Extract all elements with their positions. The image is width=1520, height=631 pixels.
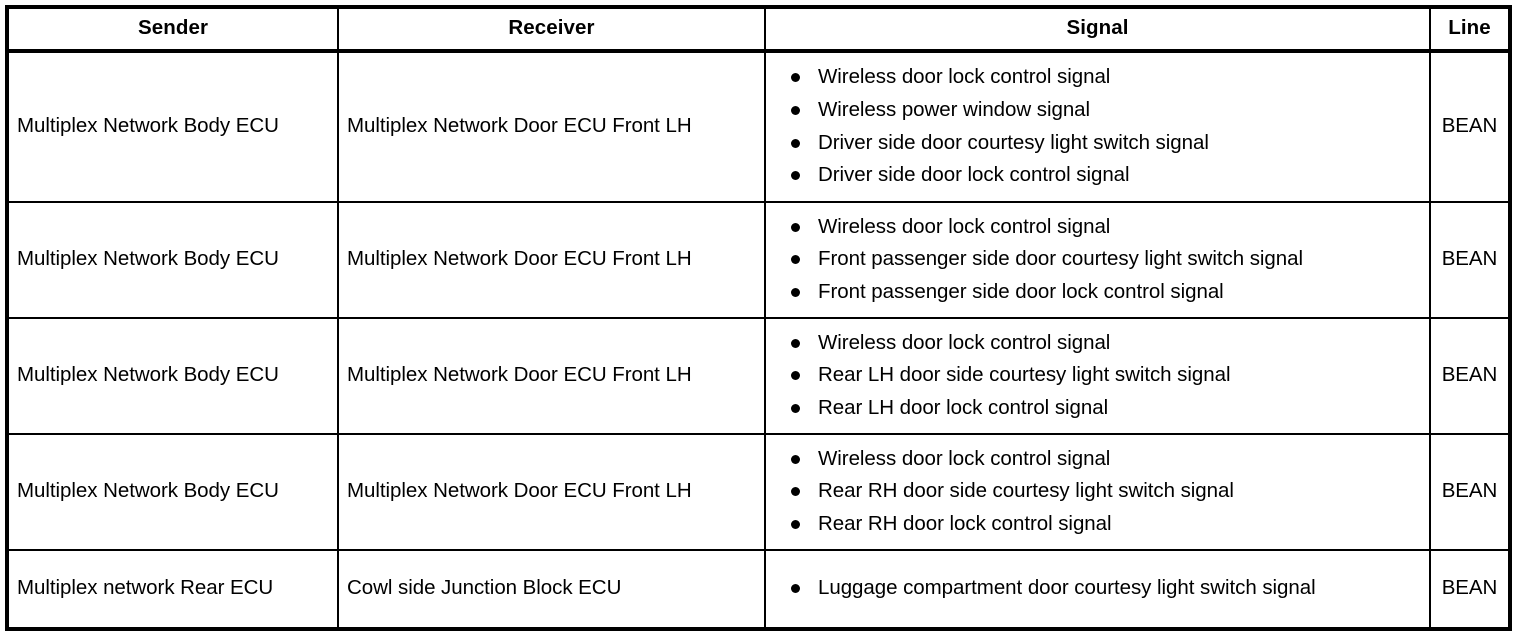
- bullet-icon: [791, 584, 800, 594]
- signal-text: Rear LH door side courtesy light switch …: [818, 363, 1231, 387]
- list-item: Wireless door lock control signal: [788, 64, 1423, 91]
- signal-text: Wireless door lock control signal: [818, 446, 1111, 470]
- header-row: Sender Receiver Signal Line: [7, 7, 1510, 53]
- cell-receiver: Multiplex Network Door ECU Front LH: [337, 200, 766, 319]
- cell-receiver: Multiplex Network Door ECU Front LH: [337, 49, 766, 203]
- list-item: Rear RH door lock control signal: [788, 511, 1423, 538]
- cell-signal: Wireless door lock control signal Rear R…: [764, 432, 1431, 551]
- list-item: Wireless power window signal: [788, 97, 1423, 124]
- signal-text: Wireless door lock control signal: [818, 65, 1111, 89]
- list-item: Rear RH door side courtesy light switch …: [788, 478, 1423, 505]
- cell-receiver: Multiplex Network Door ECU Front LH: [337, 432, 766, 551]
- list-item: Driver side door courtesy light switch s…: [788, 130, 1423, 157]
- table-row: Multiplex Network Body ECU Multiplex Net…: [7, 432, 1510, 551]
- bullet-icon: [791, 519, 800, 529]
- signal-text: Front passenger side door lock control s…: [818, 279, 1224, 303]
- cell-sender: Multiplex Network Body ECU: [7, 316, 339, 435]
- cell-sender: Multiplex Network Body ECU: [7, 432, 339, 551]
- signal-text: Front passenger side door courtesy light…: [818, 247, 1303, 271]
- signal-list: Wireless door lock control signal Rear R…: [788, 446, 1423, 538]
- list-item: Rear LH door side courtesy light switch …: [788, 362, 1423, 389]
- cell-signal: Wireless door lock control signal Wirele…: [764, 49, 1431, 203]
- column-header-receiver: Receiver: [337, 7, 766, 53]
- list-item: Front passenger side door courtesy light…: [788, 246, 1423, 273]
- column-header-line: Line: [1429, 7, 1510, 53]
- table-row: Multiplex Network Body ECU Multiplex Net…: [7, 316, 1510, 435]
- column-header-signal: Signal: [764, 7, 1431, 53]
- cell-sender: Multiplex Network Body ECU: [7, 200, 339, 319]
- signal-text: Wireless door lock control signal: [818, 214, 1111, 238]
- signal-text: Rear RH door lock control signal: [818, 511, 1112, 535]
- table-row: Multiplex Network Body ECU Multiplex Net…: [7, 49, 1510, 203]
- bullet-icon: [791, 371, 800, 381]
- cell-line: BEAN: [1429, 548, 1510, 629]
- list-item: Wireless door lock control signal: [788, 214, 1423, 241]
- cell-receiver: Cowl side Junction Block ECU: [337, 548, 766, 629]
- signal-text: Wireless power window signal: [818, 97, 1091, 121]
- cell-receiver: Multiplex Network Door ECU Front LH: [337, 316, 766, 435]
- cell-line: BEAN: [1429, 49, 1510, 203]
- cell-sender: Multiplex network Rear ECU: [7, 548, 339, 629]
- bullet-icon: [791, 338, 800, 348]
- cell-signal: Wireless door lock control signal Rear L…: [764, 316, 1431, 435]
- bullet-icon: [791, 222, 800, 232]
- signal-list: Luggage compartment door courtesy light …: [788, 575, 1423, 602]
- list-item: Driver side door lock control signal: [788, 162, 1423, 189]
- cell-sender: Multiplex Network Body ECU: [7, 49, 339, 203]
- signal-list: Wireless door lock control signal Rear L…: [788, 330, 1423, 422]
- table-row: Multiplex Network Body ECU Multiplex Net…: [7, 200, 1510, 319]
- list-item: Luggage compartment door courtesy light …: [788, 575, 1423, 602]
- cell-line: BEAN: [1429, 316, 1510, 435]
- column-header-sender: Sender: [7, 7, 339, 53]
- list-item: Wireless door lock control signal: [788, 330, 1423, 357]
- table-row: Multiplex network Rear ECU Cowl side Jun…: [7, 548, 1510, 629]
- cell-line: BEAN: [1429, 432, 1510, 551]
- signal-text: Rear LH door lock control signal: [818, 395, 1109, 419]
- table-body: Multiplex Network Body ECU Multiplex Net…: [7, 49, 1510, 629]
- list-item: Front passenger side door lock control s…: [788, 279, 1423, 306]
- signal-list: Wireless door lock control signal Front …: [788, 214, 1423, 306]
- bullet-icon: [791, 105, 800, 115]
- table-header: Sender Receiver Signal Line: [7, 7, 1510, 53]
- cell-signal: Luggage compartment door courtesy light …: [764, 548, 1431, 629]
- bullet-icon: [791, 171, 800, 181]
- signal-text: Driver side door lock control signal: [818, 163, 1130, 187]
- bullet-icon: [791, 287, 800, 297]
- bullet-icon: [791, 138, 800, 148]
- signal-text: Wireless door lock control signal: [818, 330, 1111, 354]
- signal-list: Wireless door lock control signal Wirele…: [788, 64, 1423, 189]
- cell-signal: Wireless door lock control signal Front …: [764, 200, 1431, 319]
- document-page: Sender Receiver Signal Line Multiplex Ne…: [5, 5, 1512, 631]
- bullet-icon: [791, 403, 800, 413]
- bullet-icon: [791, 454, 800, 464]
- signal-text: Rear RH door side courtesy light switch …: [818, 479, 1234, 503]
- bullet-icon: [791, 73, 800, 83]
- signal-text: Luggage compartment door courtesy light …: [818, 576, 1316, 600]
- list-item: Wireless door lock control signal: [788, 446, 1423, 473]
- bullet-icon: [791, 255, 800, 265]
- cell-line: BEAN: [1429, 200, 1510, 319]
- signal-text: Driver side door courtesy light switch s…: [818, 130, 1209, 154]
- communication-signal-table: Sender Receiver Signal Line Multiplex Ne…: [5, 5, 1512, 631]
- bullet-icon: [791, 487, 800, 497]
- list-item: Rear LH door lock control signal: [788, 395, 1423, 422]
